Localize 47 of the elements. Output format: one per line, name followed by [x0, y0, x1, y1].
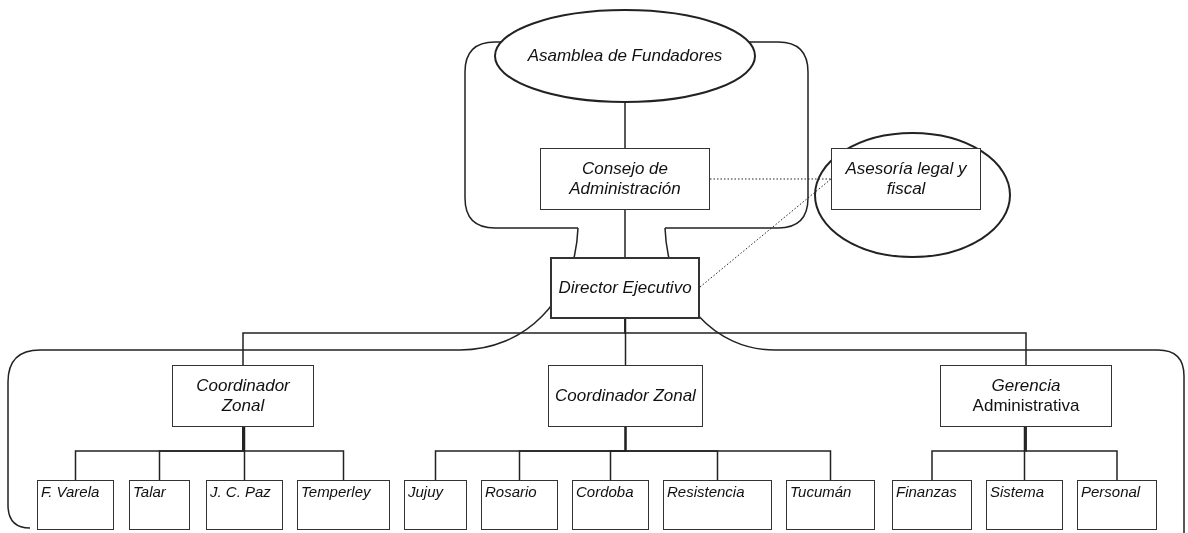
- connector-line: [624, 318, 1027, 366]
- connector-line: [243, 426, 246, 481]
- org-box: [986, 480, 1063, 530]
- org-box: [550, 257, 700, 319]
- box-label: Asesoría legal y fiscal: [844, 158, 968, 200]
- org-box: [172, 365, 314, 427]
- org-box: [540, 148, 710, 210]
- box-label: Consejo de Administración: [567, 158, 682, 200]
- org-box: [206, 480, 283, 530]
- box-label: Jujuy: [408, 483, 444, 501]
- org-box: [297, 480, 390, 530]
- org-box: [404, 480, 467, 530]
- org-box: [831, 148, 981, 210]
- box-label: Gerencia Administrativa: [971, 375, 1081, 417]
- box-label: Asamblea de Fundadores: [527, 45, 723, 67]
- org-box: [37, 480, 114, 530]
- box-label: Sistema: [990, 483, 1045, 501]
- box-label: F. Varela: [41, 483, 100, 501]
- box-label: Director Ejecutivo: [558, 277, 692, 299]
- org-box: [892, 480, 972, 530]
- dotted-connector: [709, 178, 832, 180]
- dotted-connector: [699, 178, 832, 288]
- box-label: Finanzas: [896, 483, 957, 501]
- connector-line: [624, 426, 832, 481]
- box-label: Cordoba: [576, 483, 634, 501]
- box-label: Personal: [1081, 483, 1141, 501]
- box-label: Tucumán: [790, 483, 852, 501]
- box-label: Temperley: [301, 483, 371, 501]
- org-box: [548, 365, 703, 427]
- box-label: J. C. Paz: [210, 483, 271, 501]
- box-label: Coordinador Zonal: [555, 385, 696, 407]
- box-label: Coordinador Zonal: [195, 375, 291, 417]
- connector-line: [1025, 426, 1118, 481]
- connector-line: [624, 209, 626, 258]
- box-label: Resistencia: [667, 483, 745, 501]
- connector-line: [624, 101, 626, 149]
- org-box: [786, 480, 875, 530]
- org-box: [129, 480, 190, 530]
- org-box: [940, 365, 1112, 427]
- org-box: [1077, 480, 1157, 530]
- org-box: [572, 480, 649, 530]
- connector-line: [242, 426, 345, 481]
- org-box: [481, 480, 558, 530]
- box-label: Talar: [133, 483, 166, 501]
- box-label: Rosario: [485, 483, 537, 501]
- org-box: [663, 480, 772, 530]
- connector-line: [1023, 426, 1026, 481]
